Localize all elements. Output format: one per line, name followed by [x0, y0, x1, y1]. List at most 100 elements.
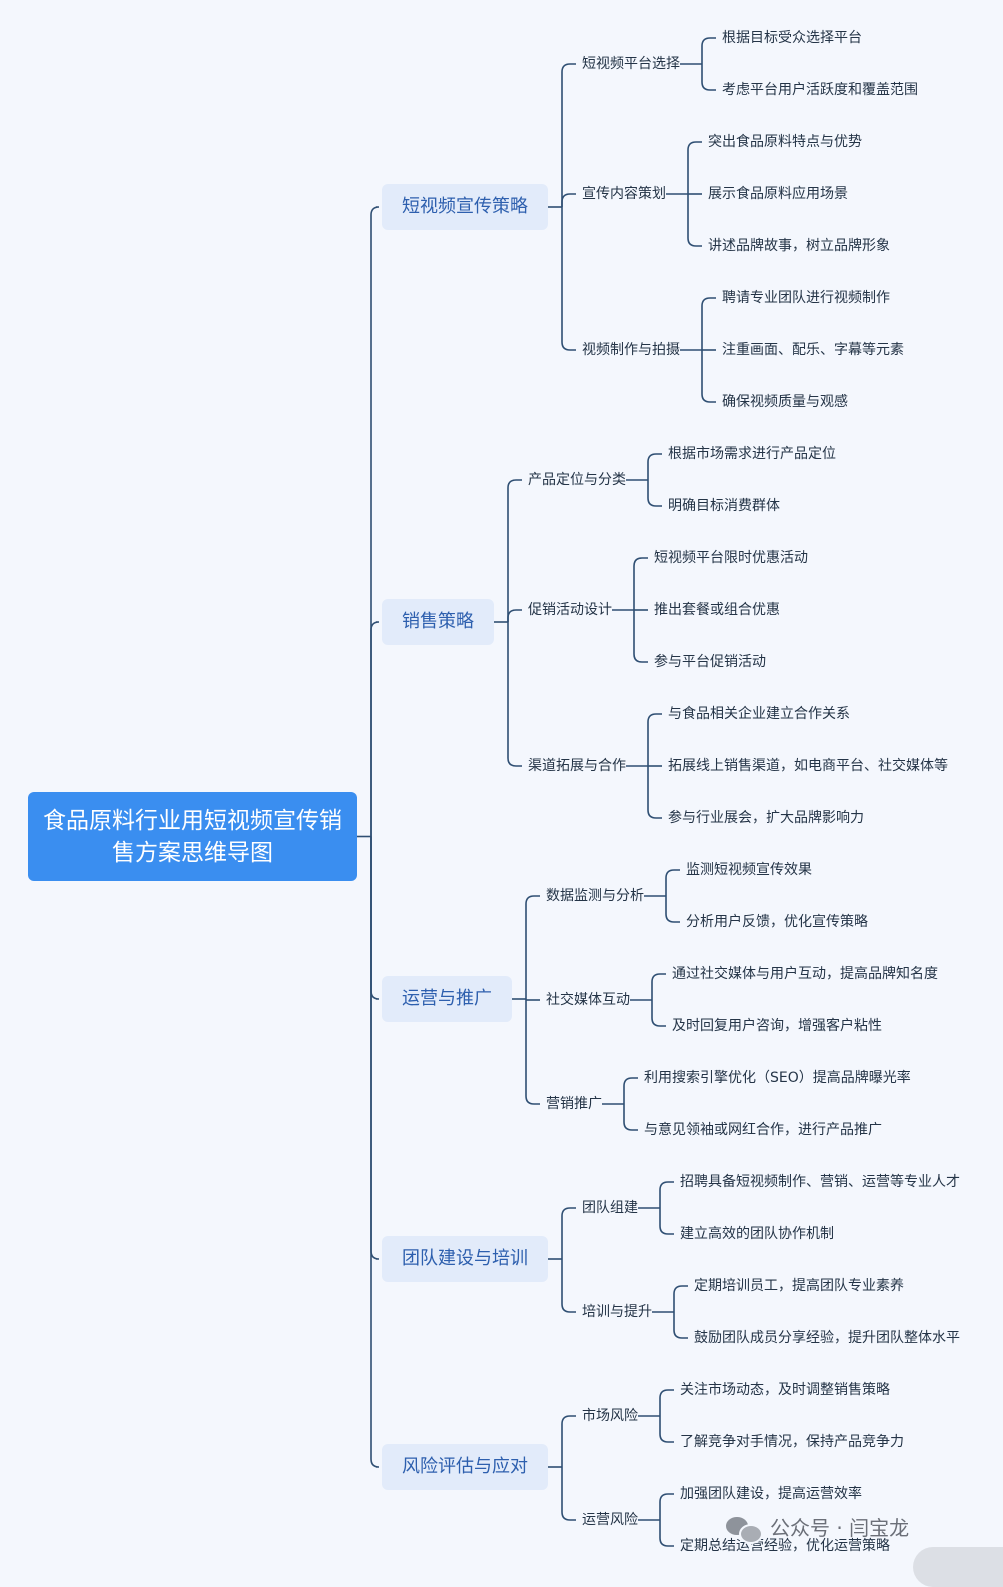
connector-line: [623, 1104, 638, 1131]
connector-line: [647, 713, 662, 766]
connector-line: [701, 350, 716, 403]
connector-line: [370, 836, 380, 1260]
branch-label: 风险评估与应对: [402, 1456, 528, 1477]
branch-topic[interactable]: 运营与推广: [382, 976, 512, 1022]
branch-topic[interactable]: 销售策略: [382, 599, 494, 645]
connector-line: [647, 766, 662, 819]
connector-line: [659, 1416, 674, 1443]
branch-topic[interactable]: 风险评估与应对: [382, 1444, 548, 1490]
connector-line: [659, 1208, 674, 1235]
connector-line: [370, 836, 380, 1000]
connector-line: [673, 1285, 688, 1312]
leaf-topic[interactable]: 分析用户反馈，优化宣传策略: [686, 914, 868, 930]
leaf-topic[interactable]: 注重画面、配乐、字幕等元素: [722, 342, 904, 358]
subtopic[interactable]: 宣传内容策划: [582, 186, 666, 202]
leaf-topic[interactable]: 展示食品原料应用场景: [708, 186, 848, 202]
subtopic[interactable]: 培训与提升: [582, 1304, 652, 1320]
leaf-topic[interactable]: 了解竞争对手情况，保持产品竞争力: [680, 1434, 904, 1450]
connector-line: [633, 610, 648, 663]
leaf-topic[interactable]: 定期总结运营经验，优化运营策略: [680, 1538, 890, 1554]
leaf-topic[interactable]: 定期培训员工，提高团队专业素养: [694, 1278, 904, 1294]
connector-line: [659, 1520, 674, 1547]
subtopic[interactable]: 团队组建: [582, 1200, 638, 1216]
connector-line: [507, 609, 522, 622]
leaf-topic[interactable]: 突出食品原料特点与优势: [708, 134, 862, 150]
leaf-topic[interactable]: 加强团队建设，提高运营效率: [680, 1486, 862, 1502]
connector-line: [651, 973, 666, 1000]
leaf-topic[interactable]: 参与行业展会，扩大品牌影响力: [668, 810, 864, 826]
subtopic[interactable]: 产品定位与分类: [528, 472, 626, 488]
leaf-topic[interactable]: 通过社交媒体与用户互动，提高品牌知名度: [672, 966, 938, 982]
connector-line: [561, 63, 576, 207]
subtopic[interactable]: 营销推广: [546, 1096, 602, 1112]
connector-line: [647, 480, 662, 507]
connector-line: [561, 1207, 576, 1259]
subtopic[interactable]: 社交媒体互动: [546, 992, 630, 1008]
connector-line: [623, 1077, 638, 1104]
branch-label: 运营与推广: [402, 988, 492, 1009]
connector-line: [561, 1415, 576, 1467]
connector-line: [507, 479, 522, 622]
corner-decoration: [913, 1547, 1003, 1587]
connector-line: [701, 64, 716, 91]
connector-line: [633, 557, 648, 610]
leaf-topic[interactable]: 考虑平台用户活跃度和覆盖范围: [722, 82, 918, 98]
connector-line: [659, 1493, 674, 1520]
branch-label: 团队建设与培训: [402, 1248, 528, 1269]
leaf-topic[interactable]: 确保视频质量与观感: [722, 394, 848, 410]
leaf-topic[interactable]: 根据目标受众选择平台: [722, 30, 862, 46]
leaf-topic[interactable]: 招聘具备短视频制作、营销、运营等专业人才: [680, 1174, 960, 1190]
leaf-topic[interactable]: 关注市场动态，及时调整销售策略: [680, 1382, 890, 1398]
connector-line: [525, 895, 540, 999]
connector-line: [665, 869, 680, 896]
connector-line: [525, 999, 540, 1105]
connector-line: [370, 621, 380, 837]
leaf-topic[interactable]: 及时回复用户咨询，增强客户粘性: [672, 1018, 882, 1034]
connector-line: [673, 1312, 688, 1339]
leaf-topic[interactable]: 建立高效的团队协作机制: [680, 1226, 834, 1242]
connector-line: [651, 1000, 666, 1027]
leaf-topic[interactable]: 讲述品牌故事，树立品牌形象: [708, 238, 890, 254]
leaf-topic[interactable]: 与食品相关企业建立合作关系: [668, 706, 850, 722]
leaf-topic[interactable]: 短视频平台限时优惠活动: [654, 550, 808, 566]
connector-line: [507, 622, 522, 767]
root-topic-label: 食品原料行业用短视频宣传销售方案思维导图: [43, 807, 342, 866]
root-topic[interactable]: 食品原料行业用短视频宣传销售方案思维导图: [28, 792, 357, 881]
connector-line: [370, 206, 380, 837]
branch-label: 短视频宣传策略: [402, 196, 528, 217]
subtopic[interactable]: 促销活动设计: [528, 602, 612, 618]
connector-line: [701, 297, 716, 350]
leaf-topic[interactable]: 鼓励团队成员分享经验，提升团队整体水平: [694, 1330, 960, 1346]
connector-line: [659, 1389, 674, 1416]
watermark: 公众号 · 闫宝龙: [726, 1512, 909, 1544]
subtopic[interactable]: 数据监测与分析: [546, 888, 644, 904]
leaf-topic[interactable]: 拓展线上销售渠道，如电商平台、社交媒体等: [668, 758, 948, 774]
connector-line: [561, 193, 576, 207]
leaf-topic[interactable]: 明确目标消费群体: [668, 498, 780, 514]
leaf-topic[interactable]: 监测短视频宣传效果: [686, 862, 812, 878]
subtopic[interactable]: 视频制作与拍摄: [582, 342, 680, 358]
subtopic[interactable]: 渠道拓展与合作: [528, 758, 626, 774]
branch-label: 销售策略: [402, 611, 474, 632]
leaf-topic[interactable]: 利用搜索引擎优化（SEO）提高品牌曝光率: [644, 1070, 911, 1086]
connector-line: [561, 207, 576, 351]
connector-line: [370, 836, 380, 1468]
leaf-topic[interactable]: 根据市场需求进行产品定位: [668, 446, 836, 462]
leaf-topic[interactable]: 参与平台促销活动: [654, 654, 766, 670]
wechat-icon: [726, 1515, 763, 1544]
subtopic[interactable]: 市场风险: [582, 1408, 638, 1424]
subtopic[interactable]: 短视频平台选择: [582, 56, 680, 72]
connector-line: [665, 896, 680, 923]
subtopic[interactable]: 运营风险: [582, 1512, 638, 1528]
connector-line: [561, 1259, 576, 1313]
leaf-topic[interactable]: 推出套餐或组合优惠: [654, 602, 780, 618]
leaf-topic[interactable]: 与意见领袖或网红合作，进行产品推广: [644, 1122, 882, 1138]
connector-line: [647, 453, 662, 480]
watermark-text: 公众号 · 闫宝龙: [770, 1516, 910, 1540]
leaf-topic[interactable]: 聘请专业团队进行视频制作: [722, 290, 890, 306]
connector-line: [687, 141, 702, 194]
branch-topic[interactable]: 团队建设与培训: [382, 1236, 548, 1282]
branch-topic[interactable]: 短视频宣传策略: [382, 184, 548, 230]
